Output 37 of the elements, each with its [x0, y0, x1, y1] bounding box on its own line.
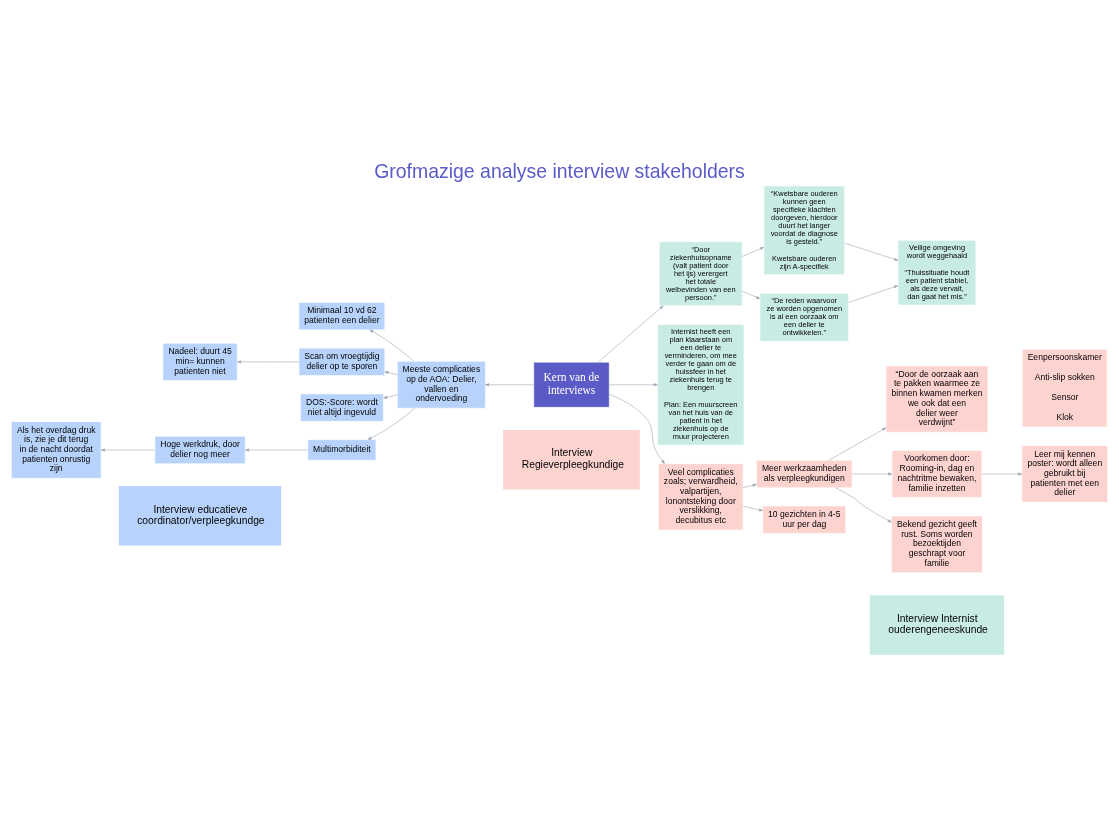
legend-label: Interview Internist ouderengeneeskunde [888, 612, 988, 636]
arrow [741, 290, 761, 299]
arrow [844, 242, 899, 261]
arrow [598, 305, 664, 363]
node-box: Eenpersoonskamer Anti-slip sokken Sensor Klok [1022, 349, 1108, 428]
node-box: DOS:-Score: wordt niet altijd ingevuld [300, 393, 384, 422]
arrow [828, 427, 887, 461]
arrow [384, 371, 398, 375]
arrow [237, 360, 300, 364]
diagram-title: Grofmazige analyse interview stakeholders [374, 160, 745, 183]
node-box: Leer mij kennen poster: wordt alleen gebruikt bij patienten met een delier [1021, 445, 1108, 503]
node-box: Nadeel: duurt 45 min= kunnen patienten niet [162, 343, 238, 381]
node-box: Hoge werkdruk, door delier nog meer [154, 435, 246, 464]
arrow [742, 505, 763, 512]
node-box: Veel complicaties zoals; verwardheid, valpartijen, lonontsteking door verslikking, decubitus etc [658, 463, 744, 531]
legend-label: Interview Regieverpleegkundige [521, 447, 625, 470]
node-box: Meeste complicaties op de AOA: Delier, vallen en ondervoeding [397, 361, 486, 409]
node-box: Scan om vroegtijdig delier op te sporen [298, 347, 386, 376]
node-box: Meer werkzaamheden als verpleegkundigen [756, 459, 853, 488]
arrow [835, 487, 892, 523]
arrow [848, 285, 899, 303]
legend-label: Interview educatieve coordinator/verpleegkundge [137, 503, 265, 526]
node-box: Kern van de interviews [533, 361, 610, 408]
node-box: Multimorbiditeit [307, 439, 377, 461]
arrow [485, 383, 534, 387]
node-box: Voorkomen door: Rooming-in, dag en nachtritme bewaken, familie inzetten [891, 450, 983, 498]
arrow [609, 394, 665, 464]
arrow [369, 329, 415, 362]
arrow [383, 394, 398, 399]
arrow [742, 483, 757, 488]
arrow [741, 246, 765, 257]
arrow [367, 408, 416, 440]
node-box: “Door de oorzaak aan te pakken waarmee ze binnen kwamen merken we ook dat een delier weer verdwijnt” [885, 365, 989, 433]
node-box: 10 gezichten in 4-5 uur per dag [762, 505, 847, 534]
node-box: Bekend gezicht geeft rust. Soms worden bezoektijden geschrapt voor familie [891, 515, 983, 573]
node-box: Als het overdag druk is, zie je dit terug in de nacht doordat patienten onrustig zijn [11, 421, 102, 479]
arrow [609, 383, 658, 387]
